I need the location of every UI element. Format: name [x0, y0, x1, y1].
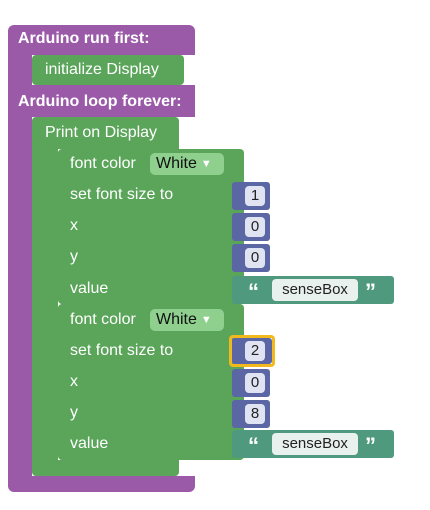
number-field[interactable]: 0 — [245, 217, 265, 237]
loop-forever-footer — [8, 476, 195, 492]
open-quote-icon: “ — [248, 433, 259, 458]
close-quote-icon: ” — [365, 279, 376, 304]
text-field[interactable]: senseBox — [272, 279, 358, 301]
number-field[interactable]: 8 — [245, 404, 265, 424]
print-on-display-block[interactable] — [32, 117, 179, 149]
run-first-label: Arduino run first: — [18, 30, 150, 47]
font-color-label: font color — [70, 311, 136, 328]
print-on-display-footer — [32, 460, 179, 476]
font-color-value: White — [156, 311, 197, 328]
number-field[interactable]: 0 — [245, 373, 265, 393]
chevron-down-icon: ▼ — [200, 314, 212, 326]
selection-highlight — [229, 335, 275, 367]
text-field[interactable]: senseBox — [272, 433, 358, 455]
font-size-label: set font size to — [70, 342, 174, 359]
run-first-spine — [8, 55, 32, 85]
x-label: x — [70, 373, 78, 390]
x-label: x — [70, 217, 78, 234]
loop-forever-spine — [8, 117, 32, 477]
loop-forever-block[interactable] — [8, 85, 195, 117]
print-on-display-spine — [32, 149, 58, 462]
y-label: y — [70, 248, 78, 265]
number-field[interactable]: 2 — [245, 341, 265, 361]
initialize-display-label: initialize Display — [45, 61, 159, 78]
open-quote-icon: “ — [248, 279, 259, 304]
run-first-block[interactable] — [8, 25, 195, 55]
value-label: value — [70, 435, 109, 452]
chevron-down-icon: ▼ — [200, 158, 212, 170]
close-quote-icon: ” — [365, 433, 376, 458]
number-field[interactable]: 0 — [245, 248, 265, 268]
initialize-display-block[interactable] — [32, 55, 184, 85]
font-color-value: White — [156, 155, 197, 172]
number-field[interactable]: 1 — [245, 186, 265, 206]
value-label: value — [70, 280, 109, 297]
font-color-dropdown[interactable]: White▼ — [150, 153, 224, 175]
y-label: y — [70, 404, 78, 421]
font-color-label: font color — [70, 155, 136, 172]
print-on-display-label: Print on Display — [45, 124, 158, 141]
font-size-label: set font size to — [70, 186, 174, 203]
font-color-dropdown[interactable]: White▼ — [150, 309, 224, 331]
loop-forever-label: Arduino loop forever: — [18, 93, 182, 110]
